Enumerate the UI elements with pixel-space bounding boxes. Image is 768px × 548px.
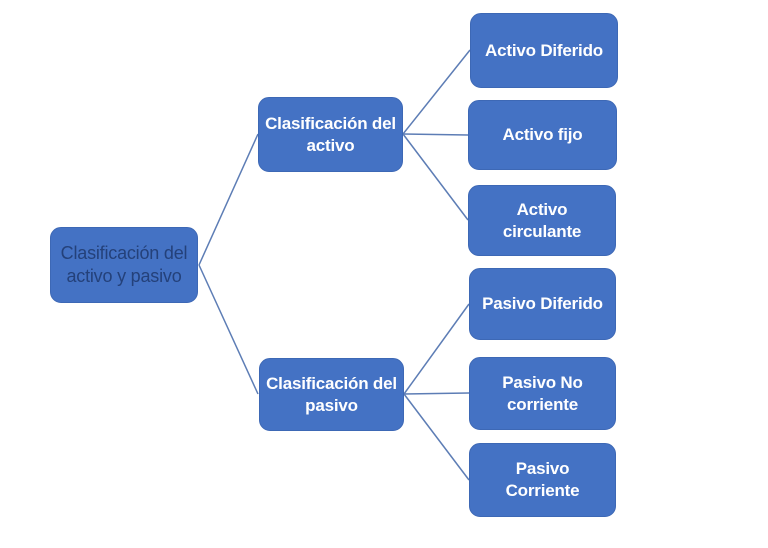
- connector-line: [403, 393, 470, 481]
- leaf-node-pasivo-corriente: Pasivo Corriente: [469, 443, 616, 517]
- connector-line: [402, 133, 469, 221]
- branch-node-clasificacion-activo: Clasificación del activo: [258, 97, 403, 172]
- leaf-node-activo-diferido: Activo Diferido: [470, 13, 618, 88]
- branch-node-clasificacion-pasivo: Clasificación del pasivo: [259, 358, 404, 431]
- connector-line: [403, 303, 470, 395]
- leaf-node-activo-fijo: Activo fijo: [468, 100, 617, 170]
- connector-line: [198, 133, 259, 266]
- connector-line: [198, 264, 259, 395]
- leaf-node-pasivo-diferido: Pasivo Diferido: [469, 268, 616, 340]
- leaf-node-activo-circulante: Activo circulante: [468, 185, 616, 256]
- connector-line: [402, 49, 471, 135]
- root-node-clasificacion-activo-pasivo: Clasificación del activo y pasivo: [50, 227, 198, 303]
- leaf-node-pasivo-no-corriente: Pasivo No corriente: [469, 357, 616, 430]
- connector-line: [402, 133, 469, 136]
- connector-line: [403, 392, 470, 395]
